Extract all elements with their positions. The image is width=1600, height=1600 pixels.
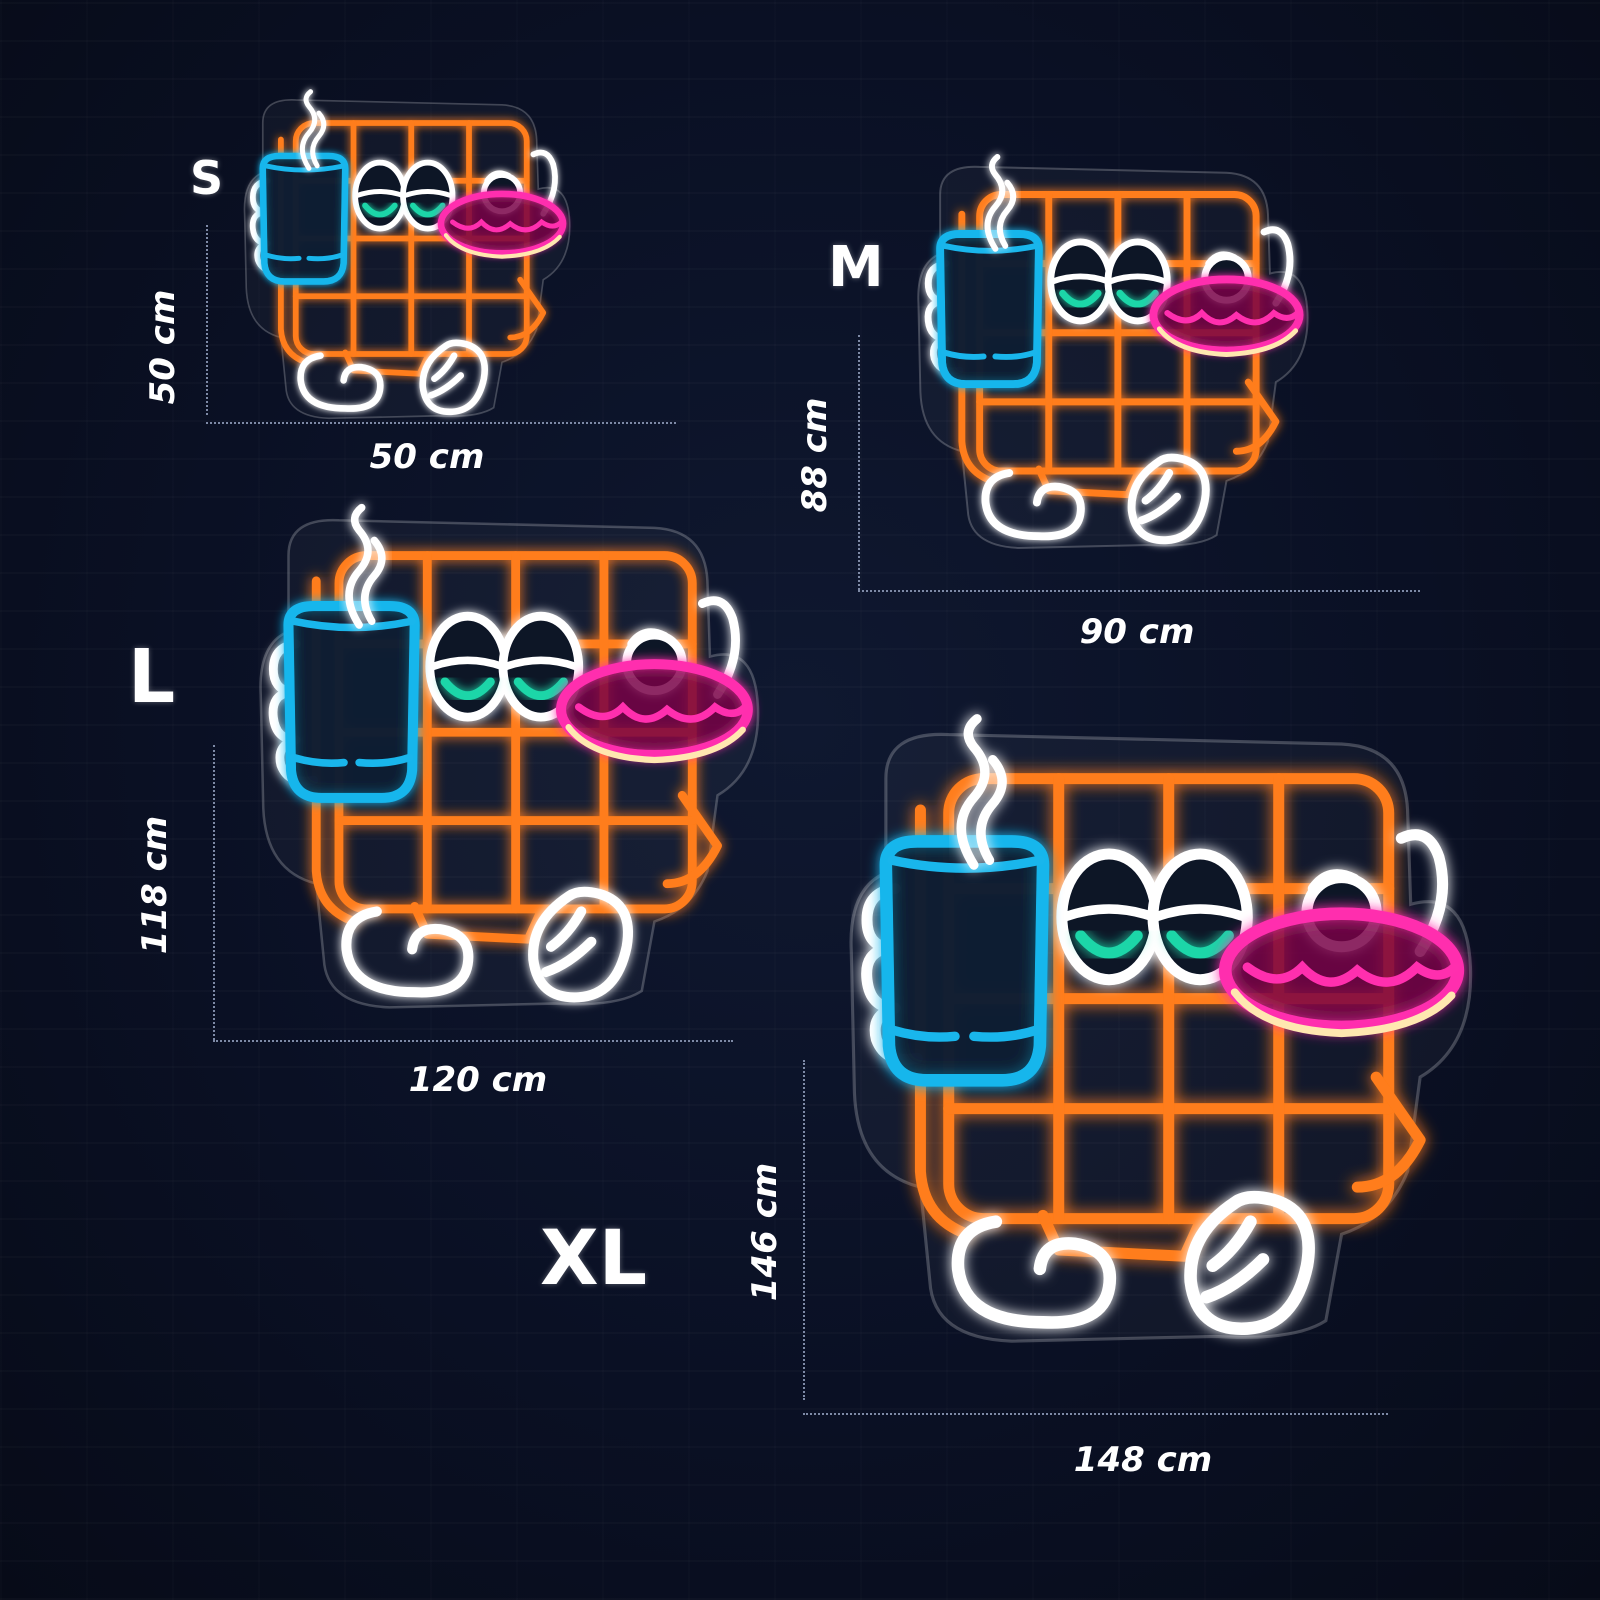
variant-xl [823,715,1483,1345]
variant-l [238,505,768,1010]
waffle-neon-sign-l [238,505,768,1010]
size-label-s: S [190,151,224,205]
waffle-neon-sign-s [228,90,578,420]
variant-s [228,90,578,420]
width-dimension-s: 50 cm [369,437,485,477]
width-dimension-m: 90 cm [1079,612,1195,652]
width-guide-xl [803,1413,1388,1415]
width-guide-s [206,422,676,424]
size-label-m: M [828,235,884,300]
size-label-l: L [128,634,176,720]
height-guide-xl [803,1060,805,1400]
height-dimension-s: 50 cm [143,289,183,405]
width-dimension-l: 120 cm [408,1060,548,1100]
size-label-xl: XL [540,1213,648,1302]
height-dimension-xl: 146 cm [745,1162,785,1302]
variant-m [898,155,1318,550]
width-guide-m [858,590,1420,592]
width-guide-l [213,1040,733,1042]
height-dimension-m: 88 cm [795,397,835,513]
waffle-neon-sign-m [898,155,1318,550]
height-guide-l [213,745,215,1040]
height-guide-s [206,225,208,415]
height-dimension-l: 118 cm [135,815,175,955]
height-guide-m [858,335,860,590]
waffle-neon-sign-xl [823,715,1483,1345]
width-dimension-xl: 148 cm [1073,1440,1213,1480]
